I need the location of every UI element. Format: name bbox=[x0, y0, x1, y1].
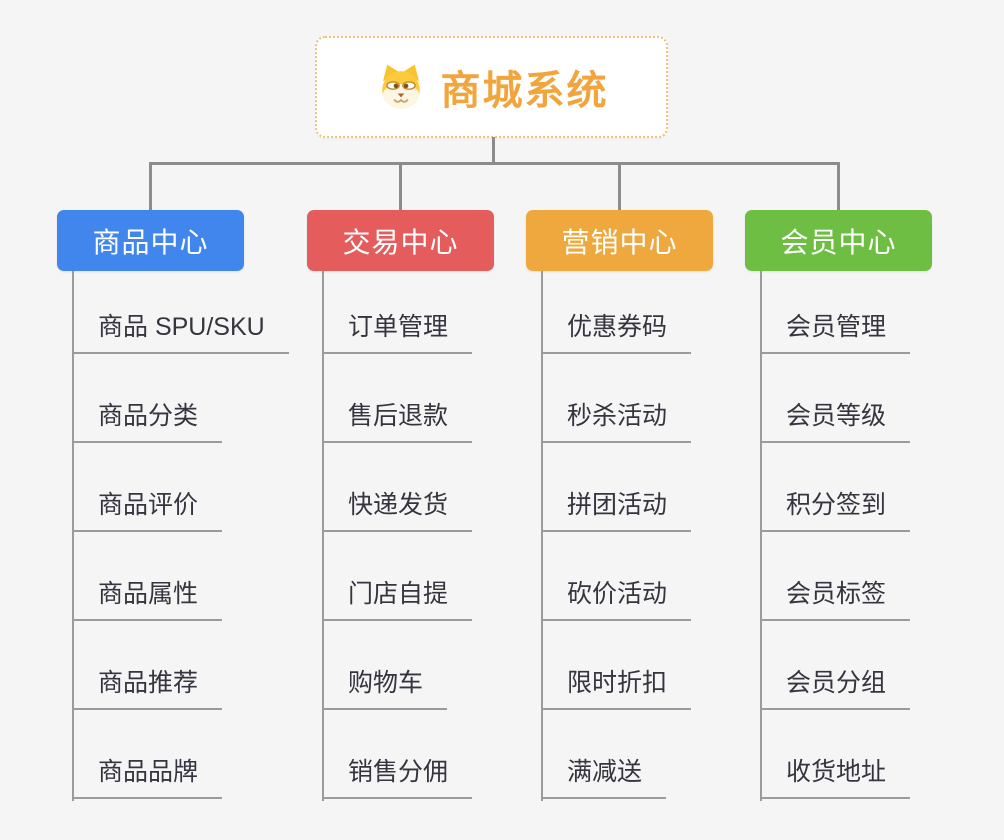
leaf-node[interactable]: 积分签到 bbox=[760, 488, 911, 532]
leaf-node[interactable]: 拼团活动 bbox=[541, 488, 692, 532]
leaf-node[interactable]: 商品分类 bbox=[72, 399, 223, 443]
branch-column-product: 商品中心 商品 SPU/SKU 商品分类 商品评价 商品属性 商品推荐 商品品牌 bbox=[57, 210, 289, 810]
connector-drop bbox=[149, 162, 152, 211]
leaf-node[interactable]: 快递发货 bbox=[322, 488, 473, 532]
branch-node-trade-center[interactable]: 交易中心 bbox=[307, 210, 494, 271]
leaf-node[interactable]: 商品评价 bbox=[72, 488, 223, 532]
branch-trunk-line bbox=[760, 271, 762, 801]
branch-column-trade: 交易中心 订单管理 售后退款 快递发货 门店自提 购物车 销售分佣 bbox=[307, 210, 494, 810]
branch-node-marketing-center[interactable]: 营销中心 bbox=[526, 210, 713, 271]
leaf-node[interactable]: 门店自提 bbox=[322, 577, 473, 621]
connector-drop bbox=[399, 162, 402, 211]
branch-column-member: 会员中心 会员管理 会员等级 积分签到 会员标签 会员分组 收货地址 bbox=[745, 210, 932, 810]
leaf-node[interactable]: 商品推荐 bbox=[72, 666, 223, 710]
leaf-node[interactable]: 销售分佣 bbox=[322, 755, 473, 799]
leaf-node[interactable]: 购物车 bbox=[322, 666, 448, 710]
leaf-node[interactable]: 会员分组 bbox=[760, 666, 911, 710]
leaf-node[interactable]: 秒杀活动 bbox=[541, 399, 692, 443]
branch-trunk-line bbox=[72, 271, 74, 801]
branch-node-member-center[interactable]: 会员中心 bbox=[745, 210, 932, 271]
leaf-node[interactable]: 会员等级 bbox=[760, 399, 911, 443]
leaf-node[interactable]: 优惠券码 bbox=[541, 310, 692, 354]
leaf-node[interactable]: 收货地址 bbox=[760, 755, 911, 799]
connector-drop bbox=[837, 162, 840, 211]
leaf-node[interactable]: 售后退款 bbox=[322, 399, 473, 443]
leaf-node[interactable]: 商品 SPU/SKU bbox=[72, 310, 289, 354]
branch-column-marketing: 营销中心 优惠券码 秒杀活动 拼团活动 砍价活动 限时折扣 满减送 bbox=[526, 210, 713, 810]
leaf-node[interactable]: 砍价活动 bbox=[541, 577, 692, 621]
root-title: 商城系统 bbox=[440, 69, 609, 113]
connector-bus bbox=[149, 162, 840, 165]
leaf-node[interactable]: 满减送 bbox=[541, 755, 667, 799]
leaf-node[interactable]: 订单管理 bbox=[322, 310, 473, 354]
leaf-node[interactable]: 商品属性 bbox=[72, 577, 223, 621]
leaf-node[interactable]: 限时折扣 bbox=[541, 666, 692, 710]
leaf-node[interactable]: 会员管理 bbox=[760, 310, 911, 354]
connector-drop bbox=[618, 162, 621, 211]
branch-trunk-line bbox=[541, 271, 543, 801]
leaf-node[interactable]: 商品品牌 bbox=[72, 755, 223, 799]
branch-node-product-center[interactable]: 商品中心 bbox=[57, 210, 244, 271]
dog-face-icon bbox=[375, 61, 427, 113]
leaf-node[interactable]: 会员标签 bbox=[760, 577, 911, 621]
connector-root-stem bbox=[492, 137, 495, 163]
branch-trunk-line bbox=[322, 271, 324, 801]
root-node[interactable]: 商城系统 bbox=[315, 36, 668, 138]
